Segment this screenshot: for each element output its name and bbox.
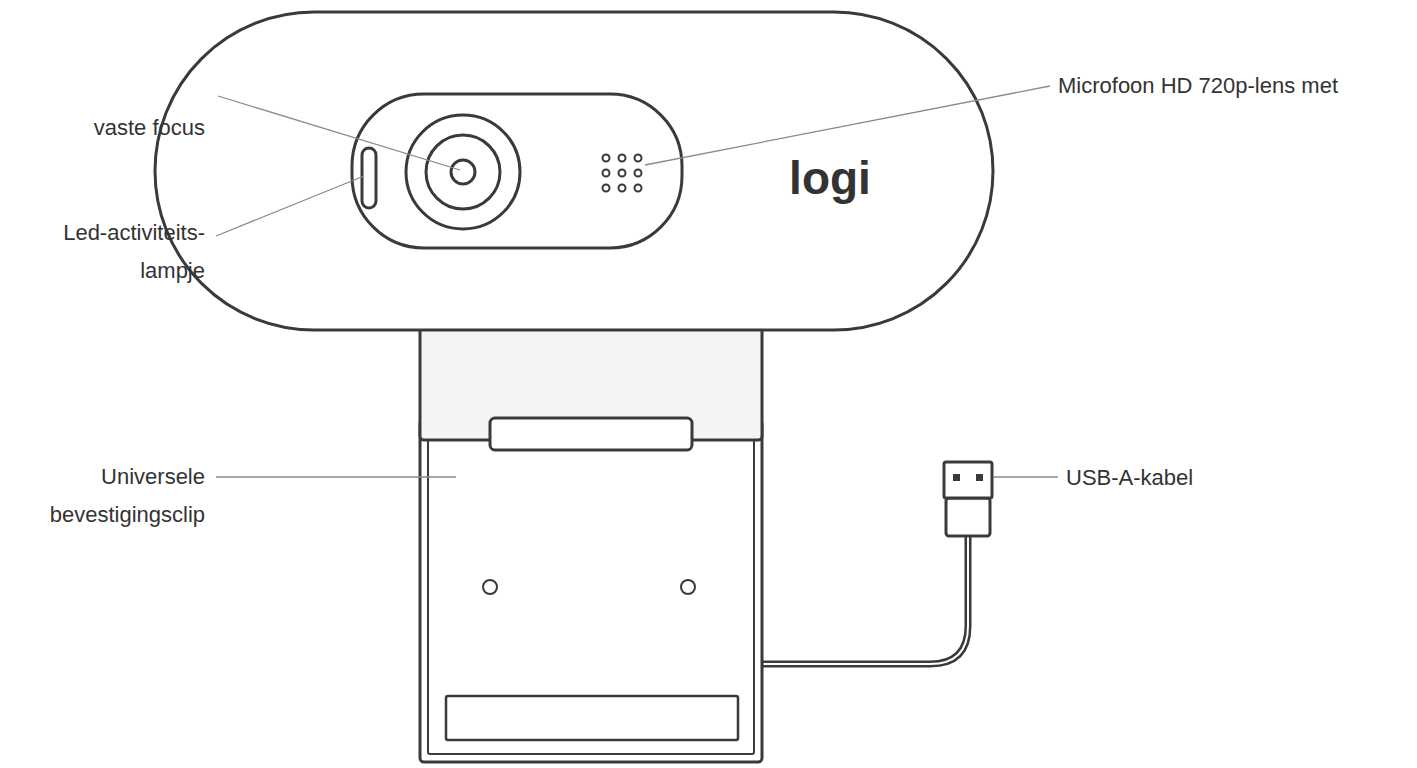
microphone-grille [603,155,642,192]
clip-plate-inner [428,436,754,754]
usb-cable-core [762,534,968,664]
mount-hole [681,580,695,594]
clip-foot [446,696,738,740]
leader-line [216,176,364,236]
mount-hole [483,580,497,594]
hinge-tab [490,418,692,450]
front-panel [352,94,682,248]
leader-line [218,96,460,170]
brand-logo: logi [760,150,900,206]
camera-body [155,12,993,330]
usb-contact [953,474,960,481]
activity-led [362,148,376,208]
clip-plate [420,420,762,762]
usb-plug-connector [944,462,992,498]
lens-ring [406,115,520,229]
usb-contact [976,474,983,481]
usb-cable [762,534,968,664]
part-label: Led-activiteits- lampje [27,214,205,290]
lens-center [451,160,475,184]
part-label: Microfoon HD 720p-lens met [1058,72,1398,100]
usb-plug-body [946,498,990,536]
part-label: USB-A-kabel [1066,464,1266,492]
leader-line [216,476,456,477]
part-label: vaste focus [5,114,205,142]
lens [426,135,500,209]
part-label: Universele bevestigingsclip [15,458,205,534]
leader-line [993,476,1058,477]
